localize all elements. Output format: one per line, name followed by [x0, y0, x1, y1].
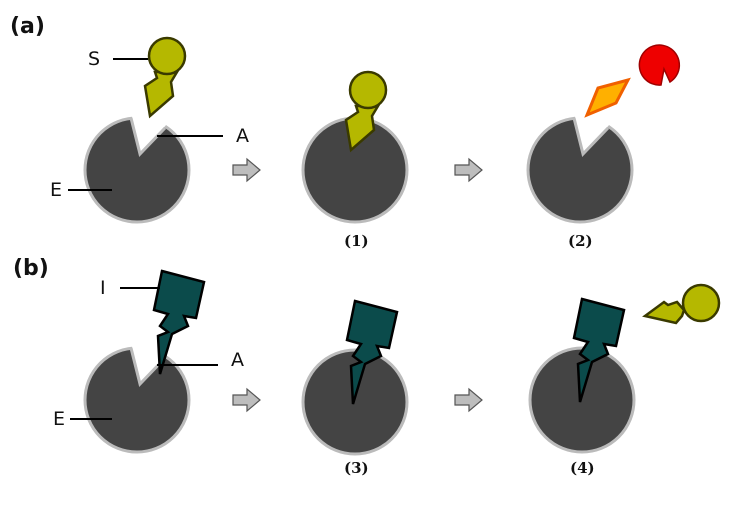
enzyme-label-b: E: [53, 408, 65, 430]
substrate-blocked: [642, 283, 721, 325]
substrate-a: [143, 36, 187, 118]
step-4-label: (4): [570, 459, 595, 477]
panel-a-label: (a): [10, 14, 45, 39]
enzyme-label-a: E: [50, 179, 62, 201]
arrow-icon: [454, 388, 483, 412]
product-2: [638, 44, 681, 86]
enzyme-a: [83, 98, 191, 224]
enzyme-inhibitor-complex-3: [301, 348, 409, 456]
product-1: [584, 77, 631, 118]
step-2-label: (2): [568, 232, 593, 250]
inhibitor-label: I: [100, 277, 106, 299]
arrow-icon: [232, 388, 261, 412]
panel-b-label: (b): [13, 256, 49, 281]
enzyme-b: [83, 328, 191, 454]
active-site-label-b: A: [231, 349, 244, 371]
step-3-label: (3): [344, 459, 369, 477]
enzyme-inhibitor-complex-4: [528, 346, 636, 454]
enzyme-free: [526, 98, 634, 224]
arrow-icon: [454, 158, 483, 182]
arrow-icon: [232, 158, 261, 182]
step-1-label: (1): [344, 232, 369, 250]
inhibitor-b: [152, 269, 206, 376]
active-site-label-a: A: [236, 125, 249, 147]
substrate-label: S: [88, 48, 100, 70]
